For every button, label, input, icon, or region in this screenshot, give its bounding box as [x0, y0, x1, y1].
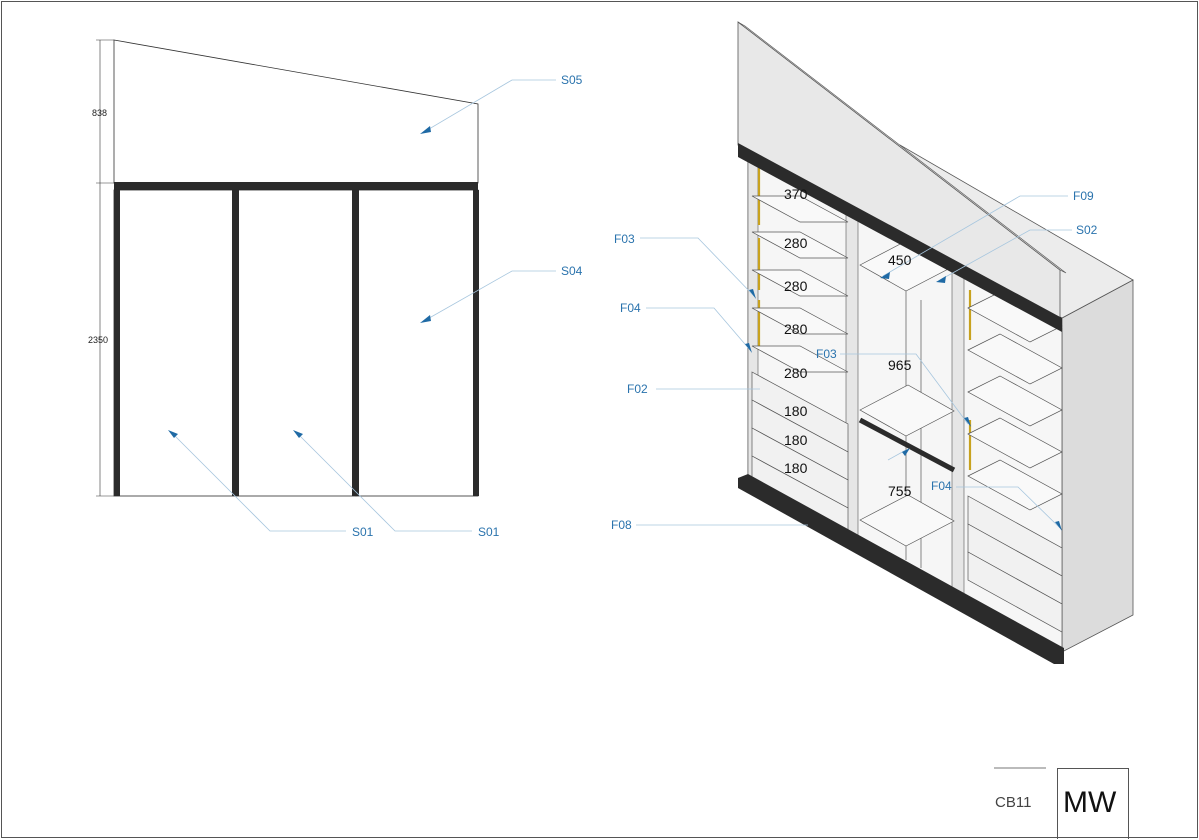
top-rail [114, 182, 478, 190]
left-shelves [751, 195, 849, 373]
callout-s04: S04 [561, 264, 583, 278]
shelf-dim-7: 180 [784, 432, 808, 448]
middle-dim-middle: 965 [888, 357, 912, 373]
upper-sloped-panel [113, 39, 479, 184]
callout-s05: S05 [561, 73, 583, 87]
shelf-dim-2: 280 [784, 235, 808, 251]
callout-f08: F08 [611, 518, 632, 532]
logo: MW [1063, 786, 1117, 819]
callout-f04-right: F04 [931, 479, 952, 493]
shelf-dim-4: 280 [784, 321, 808, 337]
middle-dim-bottom: 755 [888, 483, 912, 499]
sheet-code: CB11 [995, 794, 1032, 811]
callout-f03-middle: F03 [816, 347, 837, 361]
shelf-dim-3: 280 [784, 278, 808, 294]
plinth [738, 474, 1064, 664]
right-drawers [967, 495, 1063, 633]
isometric-wardrobe [636, 21, 1134, 664]
callout-f02: F02 [627, 382, 648, 396]
dim-lower-height: 2350 [88, 335, 109, 345]
door-left [113, 189, 236, 497]
dim-upper-height: 838 [92, 108, 108, 118]
top-rail-iso [738, 143, 1062, 332]
side-panel [1061, 279, 1134, 653]
callout-f03-left: F03 [614, 232, 635, 246]
middle-dim-top: 450 [888, 252, 912, 268]
logo-box [1057, 768, 1129, 839]
callout-s01-right: S01 [478, 525, 500, 539]
shelf-dim-6: 180 [784, 403, 808, 419]
callout-f04-left: F04 [620, 301, 641, 315]
shelf-dim-1: 370 [784, 186, 808, 202]
hanging-rail [858, 417, 956, 473]
callout-s02: S02 [1076, 223, 1098, 237]
front-elevation [96, 39, 556, 532]
shelf-dim-8: 180 [784, 460, 808, 476]
shelf-dim-5: 280 [784, 365, 808, 381]
door-middle [234, 189, 357, 497]
left-drawers [751, 371, 849, 534]
callout-s01-left: S01 [352, 525, 374, 539]
door-right [355, 189, 479, 497]
right-shelves [967, 291, 1063, 511]
callout-f09: F09 [1073, 189, 1094, 203]
